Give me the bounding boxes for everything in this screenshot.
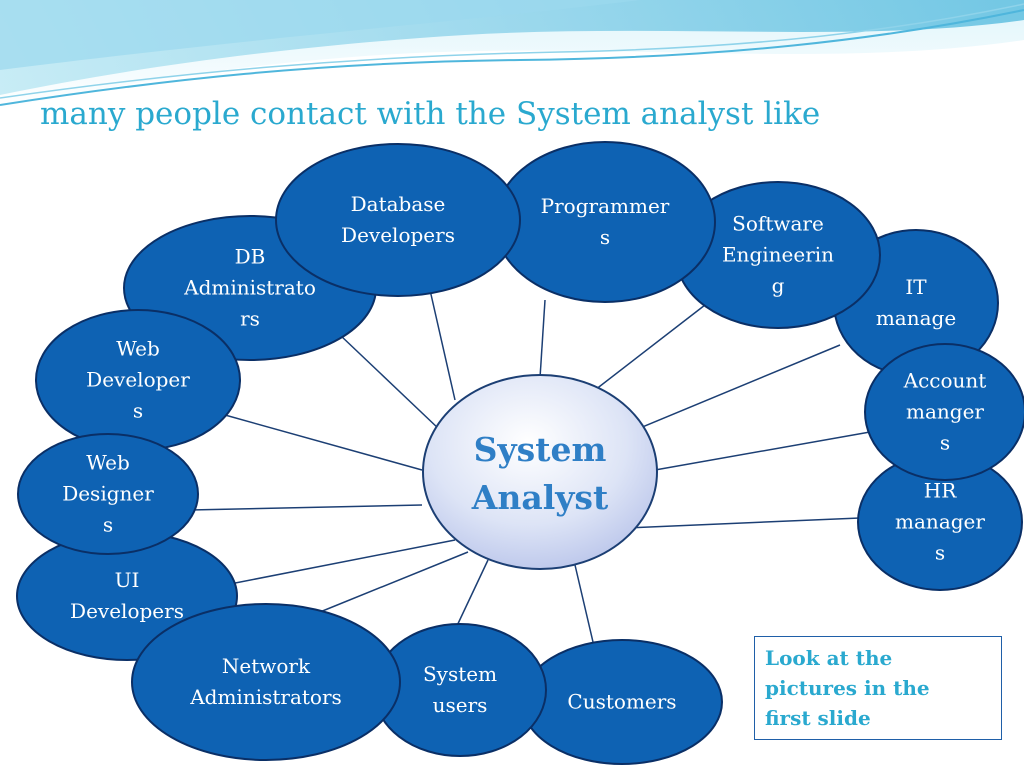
node-web-designers bbox=[17, 433, 199, 555]
connector-line bbox=[574, 564, 594, 643]
node-web-developers-label: Web Developer s bbox=[86, 336, 190, 423]
connector-line bbox=[594, 304, 706, 391]
node-hr-managers-label: HR manager s bbox=[895, 478, 985, 565]
connector-line bbox=[624, 517, 861, 529]
connector-line bbox=[339, 334, 441, 431]
node-account-managers bbox=[864, 343, 1024, 481]
node-it-manager-label: IT manage bbox=[875, 275, 957, 330]
node-db-administrators-label: DB Administrato rs bbox=[184, 244, 316, 331]
node-ui-developers-label: UI Developers bbox=[70, 568, 184, 623]
node-account-managers-label: Account manger s bbox=[903, 368, 987, 455]
connector-line bbox=[634, 344, 841, 431]
connector-line bbox=[454, 559, 489, 631]
slide-title: many people contact with the System anal… bbox=[40, 96, 821, 132]
note-box: Look at the pictures in the first slide bbox=[754, 636, 1002, 740]
node-database-developers bbox=[275, 143, 521, 297]
connector-line bbox=[654, 431, 871, 471]
connector-line bbox=[189, 504, 423, 511]
node-system-users-label: System users bbox=[422, 662, 498, 717]
node-web-designers-label: Web Designer s bbox=[62, 450, 154, 537]
node-software-engineering-label: Software Engineerin g bbox=[721, 211, 835, 298]
connector-line bbox=[539, 299, 546, 379]
connector-line bbox=[224, 539, 456, 586]
connector-line bbox=[319, 551, 469, 613]
connector-line bbox=[429, 289, 456, 401]
node-network-administrators bbox=[131, 603, 401, 761]
node-customers-label: Customers bbox=[567, 689, 677, 714]
node-database-developers-label: Database Developers bbox=[341, 192, 455, 247]
connector-line bbox=[224, 414, 423, 471]
center-label: System Analyst bbox=[471, 430, 609, 517]
node-network-administrators-label: Network Administrators bbox=[190, 654, 342, 709]
node-programmers-label: Programmer s bbox=[540, 194, 670, 249]
center-node-system-analyst bbox=[422, 374, 658, 570]
